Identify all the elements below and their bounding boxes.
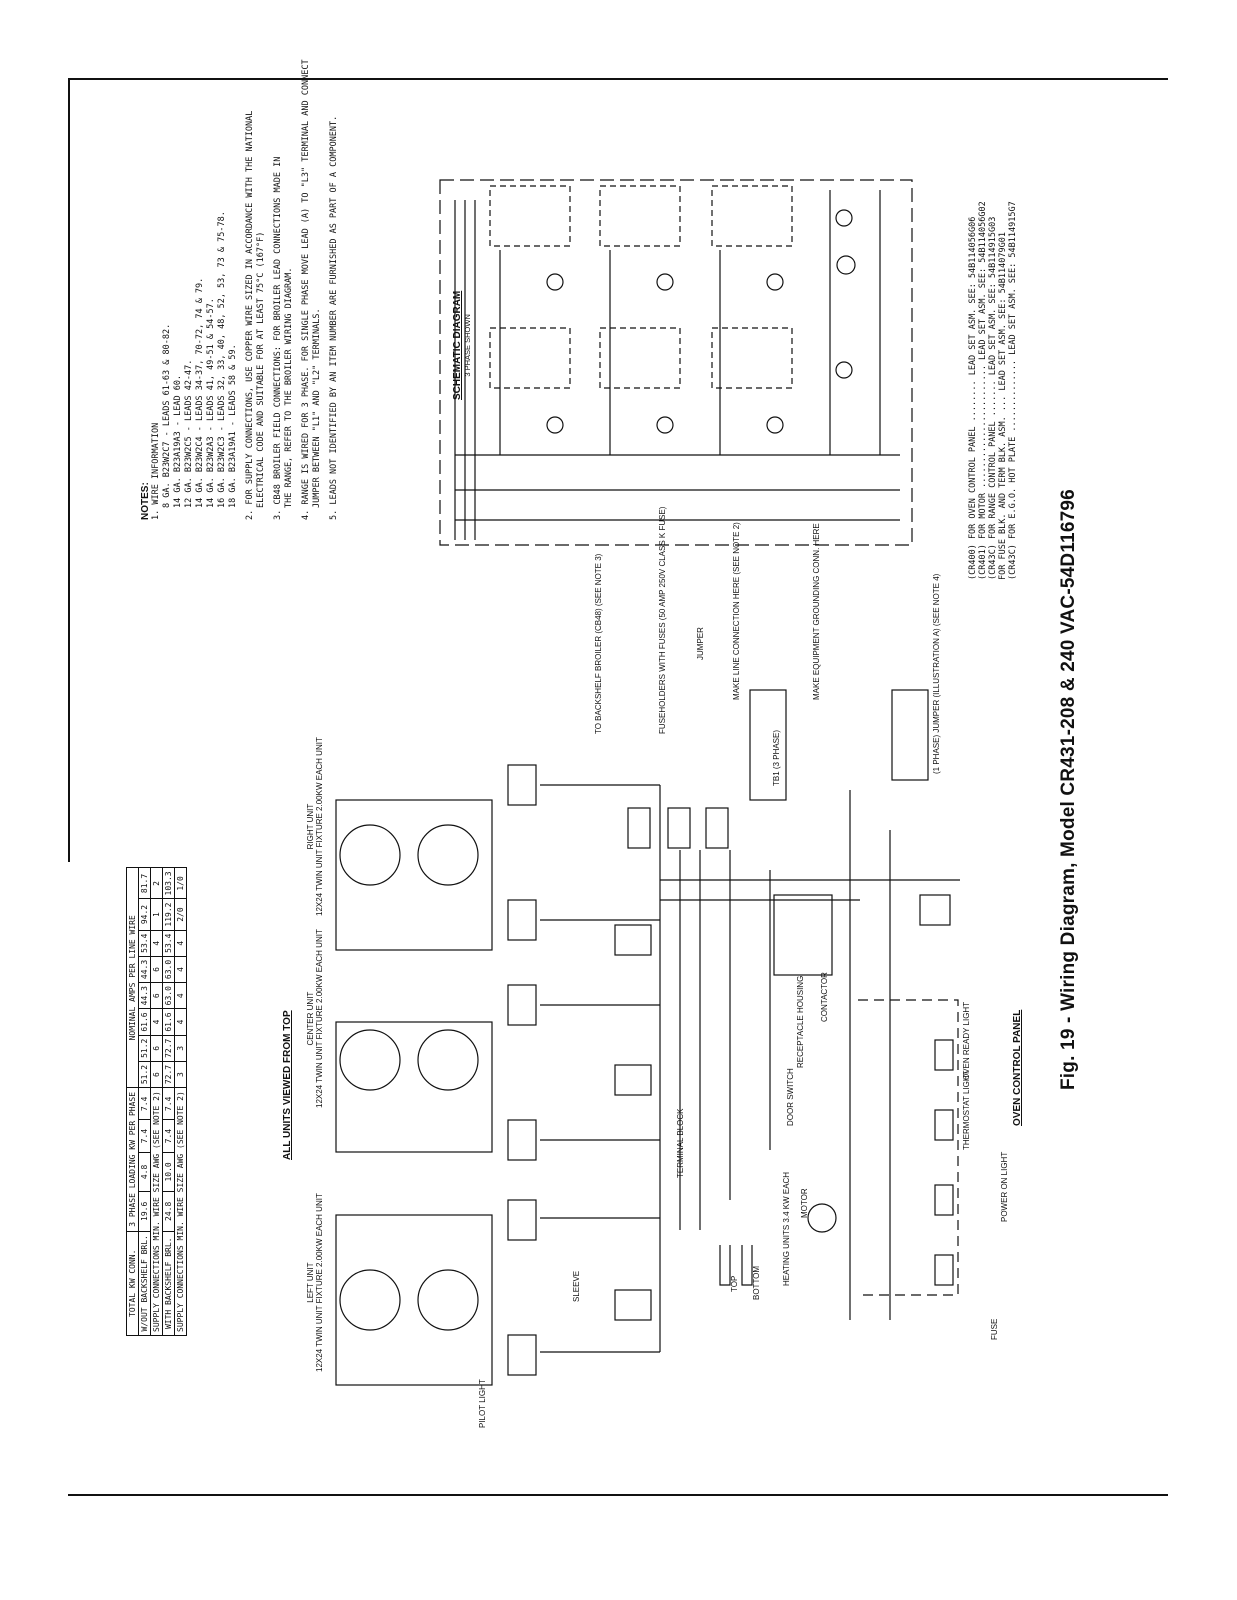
schematic-indicator-lights [546, 209, 856, 434]
oven-control-panel-outline [858, 999, 959, 1296]
heating-element-top [719, 1245, 731, 1286]
frame-left-border [68, 78, 70, 862]
terminal-blocks [614, 924, 652, 1321]
tb1-terminal-block [749, 689, 787, 801]
schematic-bus-lines [454, 190, 900, 540]
right-unit-fixture [335, 799, 493, 951]
schematic-enclosure [439, 179, 913, 546]
frame-top-border [68, 78, 1168, 80]
oven-panel-lights [919, 894, 954, 1286]
harness-wires [540, 784, 960, 1353]
fuse-holders [627, 807, 729, 849]
left-unit-fixture [335, 1214, 493, 1386]
motor-symbol [807, 1203, 837, 1233]
illustration-a-terminal-block [891, 689, 929, 781]
heating-element-bottom [741, 1245, 753, 1286]
contactor-k1 [773, 894, 833, 976]
center-unit-fixture [335, 1021, 493, 1153]
frame-bottom-border [68, 1494, 1168, 1496]
schematic-heater-group [489, 185, 793, 389]
infinite-switches [507, 764, 537, 1376]
